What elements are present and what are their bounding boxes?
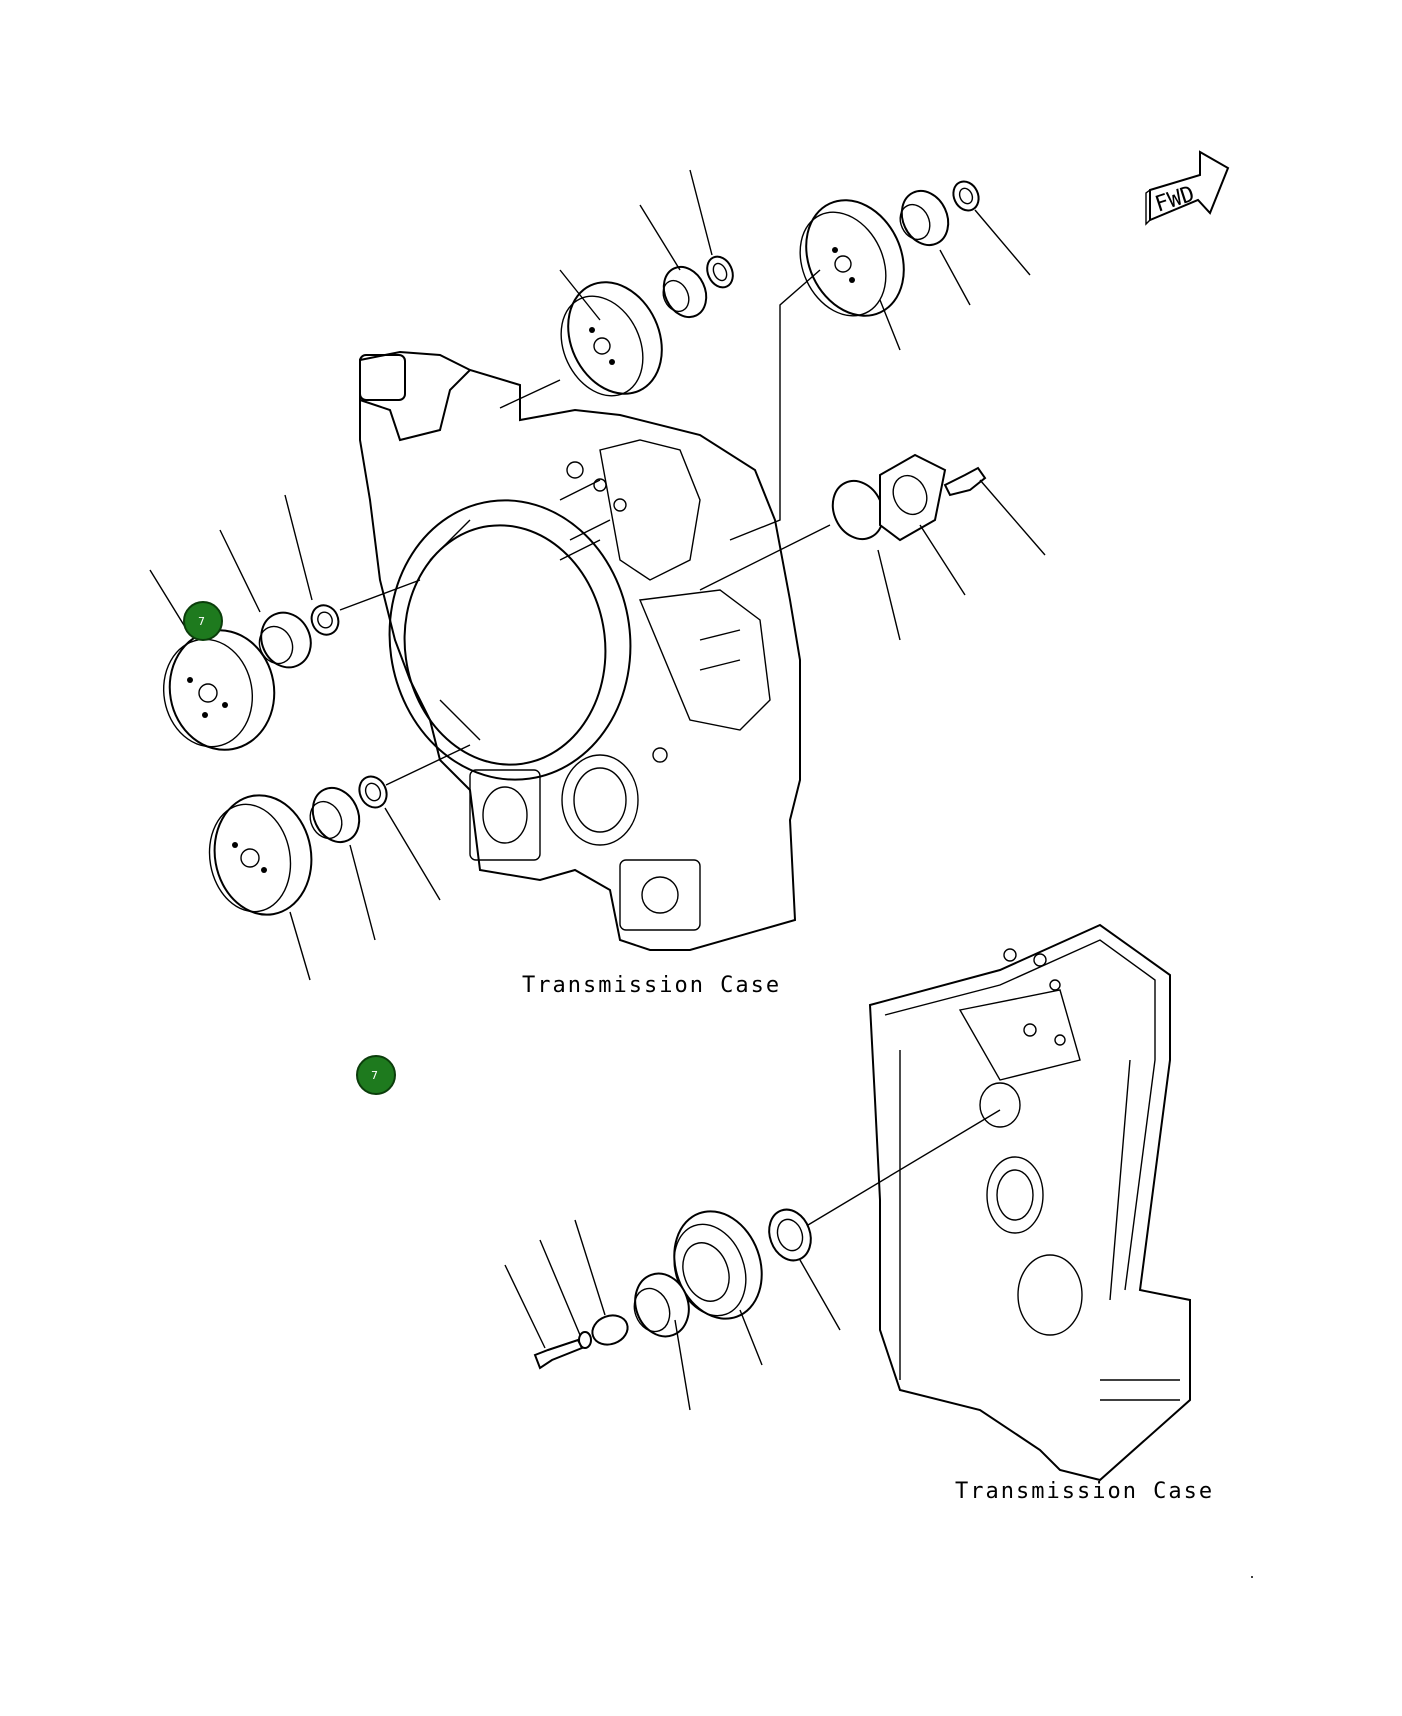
bolt-lower — [533, 1338, 584, 1370]
seal-ring-top-center — [706, 255, 734, 289]
bearing-left-mid — [258, 611, 312, 669]
bolt-right — [943, 466, 987, 497]
callout-number-lower: 7 — [371, 1069, 378, 1082]
lower-case-label: Transmission Case — [955, 1479, 1214, 1504]
seal-ring-left-lower — [358, 775, 388, 809]
gear-lower — [673, 1210, 763, 1320]
bearing-top-right — [899, 189, 950, 247]
seal-ring-top-right — [952, 180, 980, 212]
callout-number-upper: 7 — [198, 615, 205, 628]
gear-left-lower — [208, 794, 313, 916]
speck — [1251, 1576, 1253, 1578]
fwd-arrow-icon: FWD — [1145, 150, 1230, 226]
callout-badge-upper[interactable]: 7 — [183, 601, 223, 641]
gear-top-right — [799, 199, 905, 317]
bearing-top-center — [662, 265, 708, 319]
seal-ring-lower — [768, 1208, 812, 1262]
cover-plate — [879, 453, 947, 542]
upper-transmission-case: Transmission Case — [359, 350, 801, 998]
callout-badge-lower[interactable]: 7 — [356, 1055, 396, 1095]
bearing-left-lower — [309, 786, 361, 844]
gear-top-center — [560, 281, 663, 397]
washer-lower — [591, 1314, 629, 1346]
lower-transmission-case: Transmission Case — [868, 923, 1214, 1504]
seal-ring-left-mid — [310, 604, 340, 636]
upper-case-label: Transmission Case — [522, 973, 781, 998]
